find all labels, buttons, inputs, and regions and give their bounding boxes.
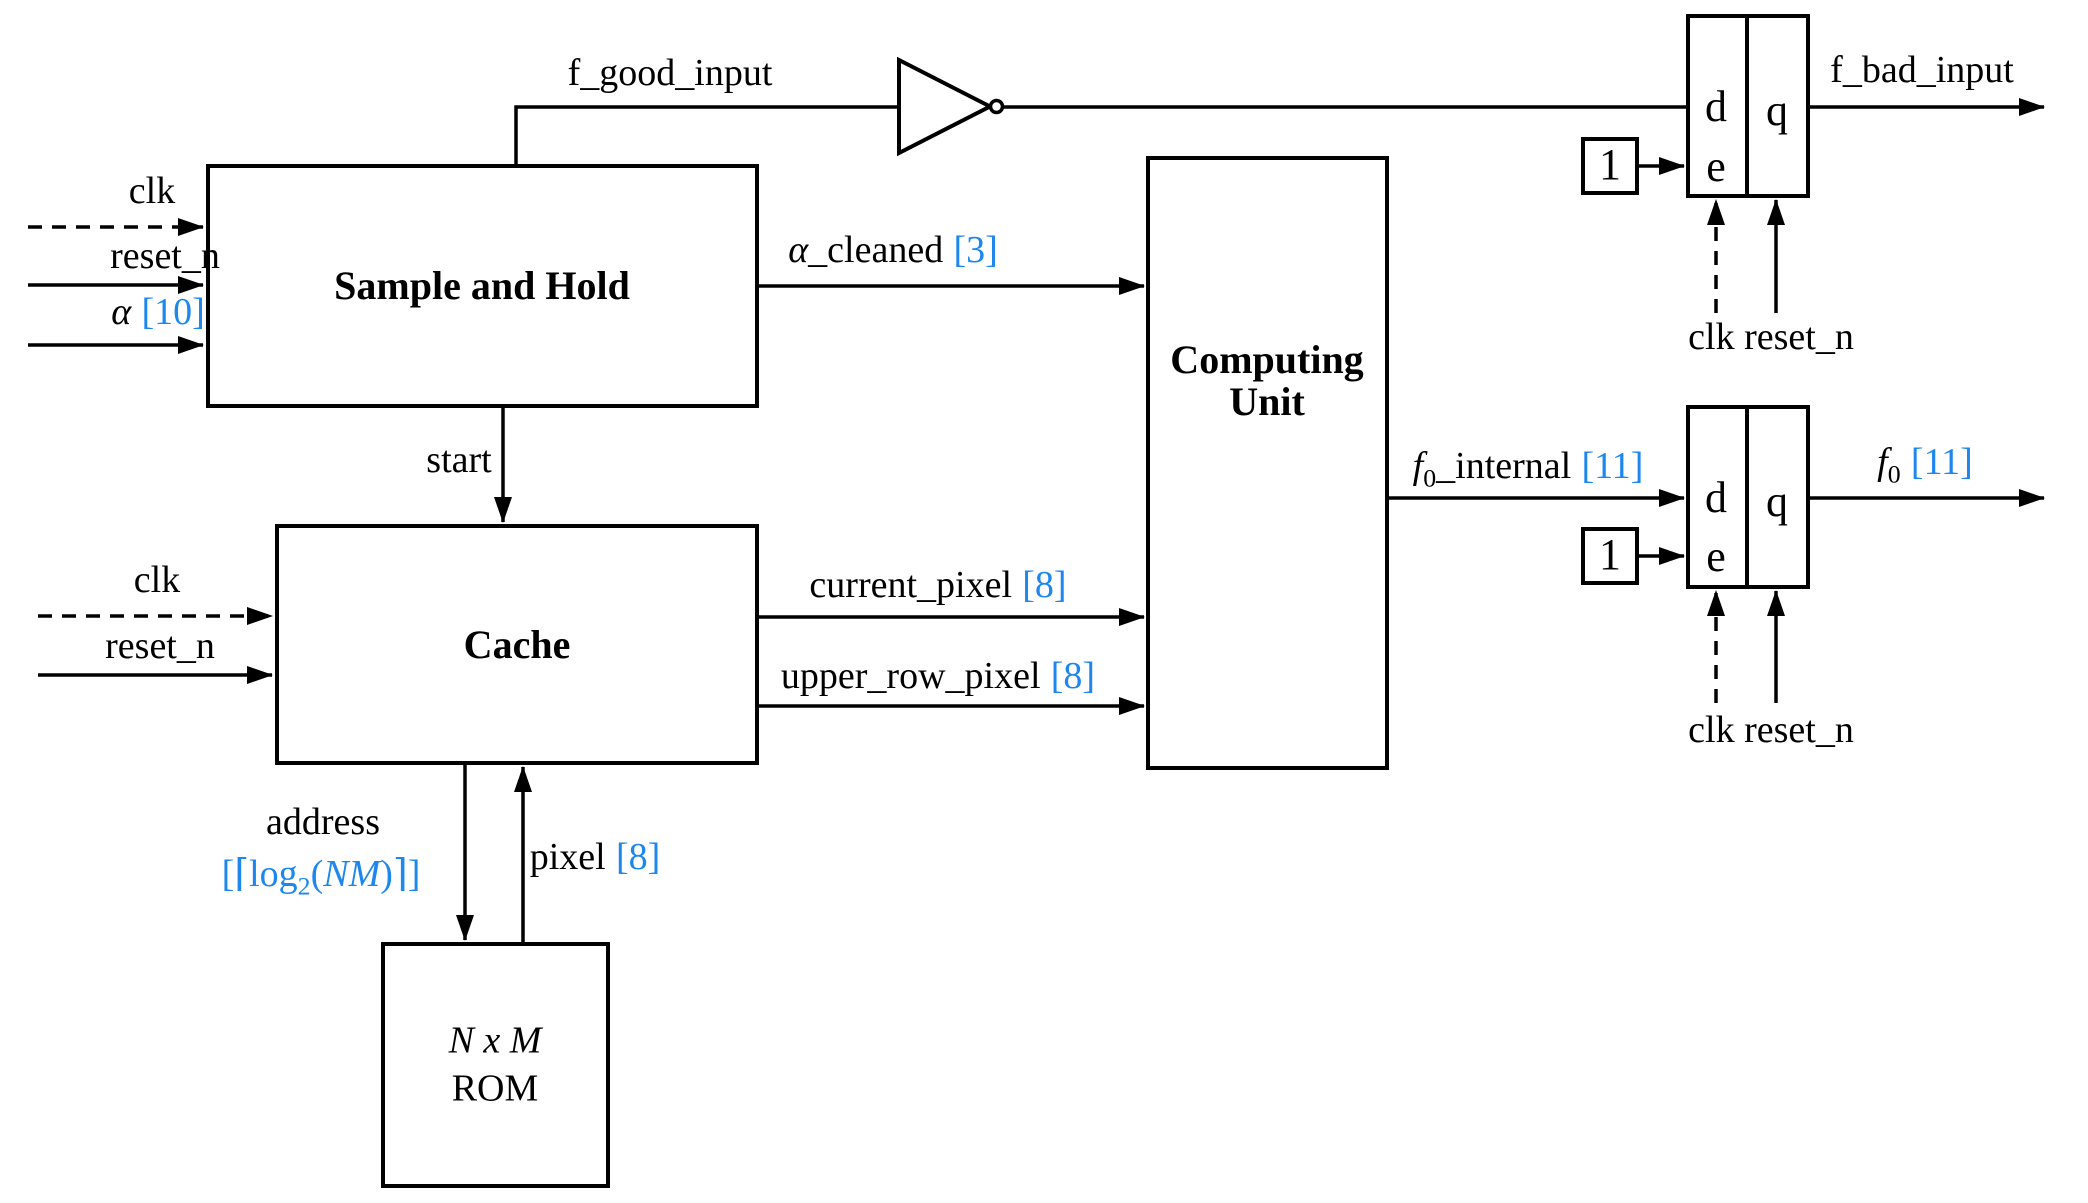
computing-unit-title: Computing Unit	[1170, 339, 1363, 423]
f0-internal-rest: _internal	[1436, 445, 1572, 488]
alpha-cleaned-width: [3]	[953, 229, 998, 272]
flipflop-top-port-d: d	[1705, 81, 1727, 131]
f0-output-label: f0 [11]	[1877, 441, 1973, 487]
flipflop-top-port-q: q	[1766, 85, 1788, 135]
const-one-bottom-value: 1	[1599, 529, 1621, 579]
rom-title-line2: ROM	[451, 1067, 539, 1109]
computing-unit-title-line2: Unit	[1229, 379, 1305, 424]
current-pixel-label: current_pixel[8]	[809, 564, 1067, 607]
address-width-open: [⌈log	[221, 853, 298, 896]
flipflop-top-clk-reset-label: clk reset_n	[1688, 316, 1854, 359]
f0-internal-label: f0_internal[11]	[1412, 445, 1644, 491]
f0-internal-width: [11]	[1581, 445, 1644, 488]
f0-internal-sub: 0	[1423, 463, 1437, 493]
alpha-cleaned-alpha: α	[788, 229, 809, 272]
rom-box	[381, 942, 610, 1188]
pixel-width: [8]	[615, 836, 661, 879]
address-width-label: [⌈log2(NM)⌉]	[221, 853, 421, 899]
const-one-bottom-box	[1581, 527, 1639, 585]
inverter-gate-icon	[897, 56, 995, 157]
sh-clk-label: clk	[128, 170, 176, 213]
const-one-top-value: 1	[1599, 139, 1621, 189]
f-good-input-label: f_good_input	[567, 52, 773, 95]
address-width-sub: 2	[297, 871, 311, 901]
address-label: address	[266, 801, 380, 844]
upper-row-pixel-label: upper_row_pixel[8]	[780, 655, 1096, 698]
flipflop-bottom-clk-reset-label: clk reset_n	[1688, 709, 1854, 752]
cache-clk-label: clk	[133, 559, 181, 602]
address-width-close: )⌉]	[380, 853, 421, 896]
sh-alpha-name: α	[111, 291, 132, 334]
f0-output-f: f	[1877, 441, 1888, 484]
pixel-label: pixel[8]	[529, 836, 661, 879]
current-pixel-name: current_pixel	[809, 564, 1013, 607]
alpha-cleaned-label: α_cleaned[3]	[788, 229, 998, 272]
flipflop-bottom-port-q: q	[1766, 476, 1788, 526]
cache-reset-label: reset_n	[105, 625, 215, 668]
computing-unit-title-line1: Computing	[1170, 337, 1364, 382]
rom-title-line1: N x M	[448, 1019, 542, 1062]
f0-output-width: [11]	[1910, 441, 1973, 484]
upper-row-pixel-width: [8]	[1050, 655, 1096, 698]
wire-f-good-input	[514, 105, 897, 166]
f0-output-sub: 0	[1887, 459, 1901, 489]
address-width-nm: NM	[323, 853, 381, 896]
sh-alpha-width: [10]	[141, 291, 205, 334]
flipflop-top-port-e: e	[1706, 141, 1726, 191]
current-pixel-width: [8]	[1022, 564, 1067, 607]
f0-internal-f: f	[1412, 445, 1424, 488]
flipflop-bottom-port-e: e	[1706, 531, 1726, 581]
sh-alpha-label: α[10]	[111, 291, 205, 334]
cache-title: Cache	[463, 622, 571, 667]
sample-and-hold-box	[206, 164, 759, 408]
inverter-bubble-icon	[988, 98, 1005, 115]
f-bad-input-label: f_bad_input	[1830, 49, 2014, 92]
sample-and-hold-title: Sample and Hold	[334, 263, 630, 308]
address-width-mid: (	[310, 853, 324, 896]
start-label: start	[426, 439, 492, 482]
rom-title: N x M ROM	[449, 1018, 542, 1113]
upper-row-pixel-name: upper_row_pixel	[780, 655, 1041, 698]
cache-box	[275, 524, 759, 765]
alpha-cleaned-rest: _cleaned	[808, 229, 944, 272]
computing-unit-box	[1146, 156, 1389, 770]
pixel-name: pixel	[529, 836, 606, 879]
sh-reset-label: reset_n	[110, 235, 220, 278]
flipflop-bottom-port-d: d	[1705, 472, 1727, 522]
